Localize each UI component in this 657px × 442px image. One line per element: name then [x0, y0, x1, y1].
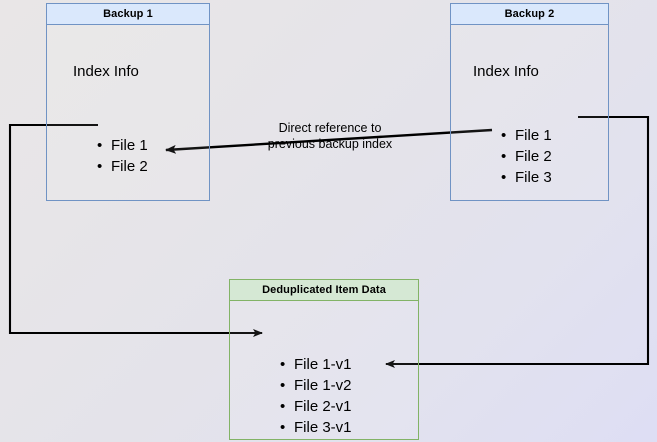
backup2-index-label: Index Info	[473, 63, 539, 80]
backup1-body: Index Info File 1 File 2	[46, 25, 210, 201]
list-item: File 1	[97, 135, 148, 156]
direct-reference-caption: Direct reference to previous backup inde…	[246, 120, 414, 152]
list-item: File 1	[501, 125, 552, 146]
backup1-node[interactable]: Backup 1 Index Info File 1 File 2	[46, 3, 210, 201]
list-item: File 2-v1	[280, 396, 351, 417]
backup1-file-list: File 1 File 2	[95, 135, 148, 177]
list-item: File 1-v1	[280, 354, 351, 375]
list-item: File 2	[501, 146, 552, 167]
backup1-title: Backup 1	[46, 3, 210, 25]
backup2-title: Backup 2	[450, 3, 609, 25]
dedup-title: Deduplicated Item Data	[229, 279, 419, 301]
backup1-index-label: Index Info	[73, 63, 139, 80]
list-item: File 2	[97, 156, 148, 177]
list-item: File 3-v1	[280, 417, 351, 438]
backup2-file-list: File 1 File 2 File 3	[499, 125, 552, 188]
dedup-node[interactable]: Deduplicated Item Data File 1-v1 File 1-…	[229, 279, 419, 440]
list-item: File 3	[501, 167, 552, 188]
dedup-body: File 1-v1 File 1-v2 File 2-v1 File 3-v1	[229, 301, 419, 440]
backup2-node[interactable]: Backup 2 Index Info File 1 File 2 File 3	[450, 3, 609, 201]
caption-line-1: Direct reference to	[278, 121, 382, 135]
list-item: File 1-v2	[280, 375, 351, 396]
caption-line-2: previous backup index	[267, 137, 393, 151]
dedup-item-list: File 1-v1 File 1-v2 File 2-v1 File 3-v1	[278, 354, 351, 438]
backup2-body: Index Info File 1 File 2 File 3	[450, 25, 609, 201]
